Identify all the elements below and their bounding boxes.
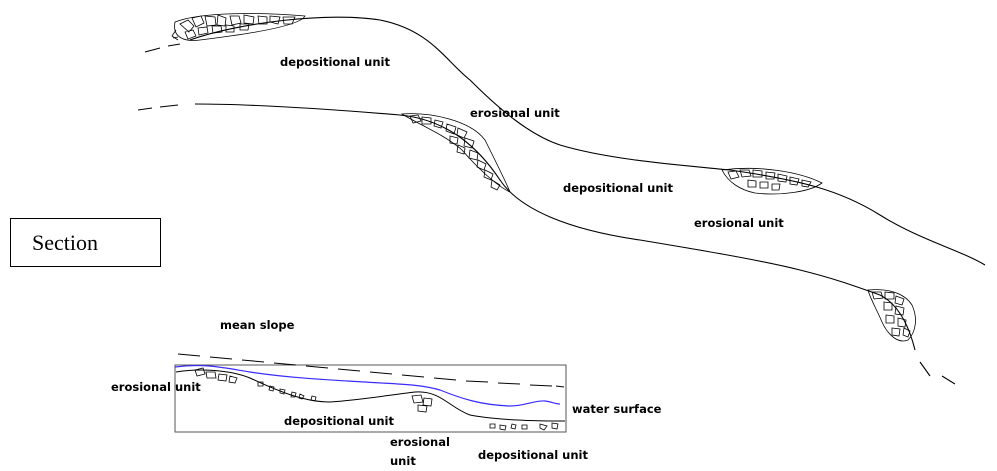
upper-bank-line [145,17,985,265]
label-erosional-section-bottom: erosional [390,435,450,449]
label-water-surface: water surface [572,402,662,416]
label-depositional-unit-section-bottom: depositional unit [478,448,588,462]
label-mean-slope: mean slope [220,318,295,332]
label-erosional-unit-upper: erosional unit [470,106,560,120]
water-surface-line [175,366,560,406]
rock-cluster-lower-right [868,290,915,341]
section-box: Section [10,218,161,267]
rock-cluster-upper-erosional [402,114,510,192]
section-title: Section [32,230,98,256]
label-depositional-unit-top: depositional unit [280,55,390,69]
label-erosional-unit-section-left: erosional unit [111,380,201,394]
rock-cluster-right-middle [722,168,822,194]
label-unit-section-bottom: unit [390,454,416,468]
label-depositional-unit-middle: depositional unit [563,181,673,195]
label-erosional-unit-right: erosional unit [694,216,784,230]
label-depositional-unit-section: depositional unit [284,414,394,428]
lower-bank-line [138,104,955,384]
